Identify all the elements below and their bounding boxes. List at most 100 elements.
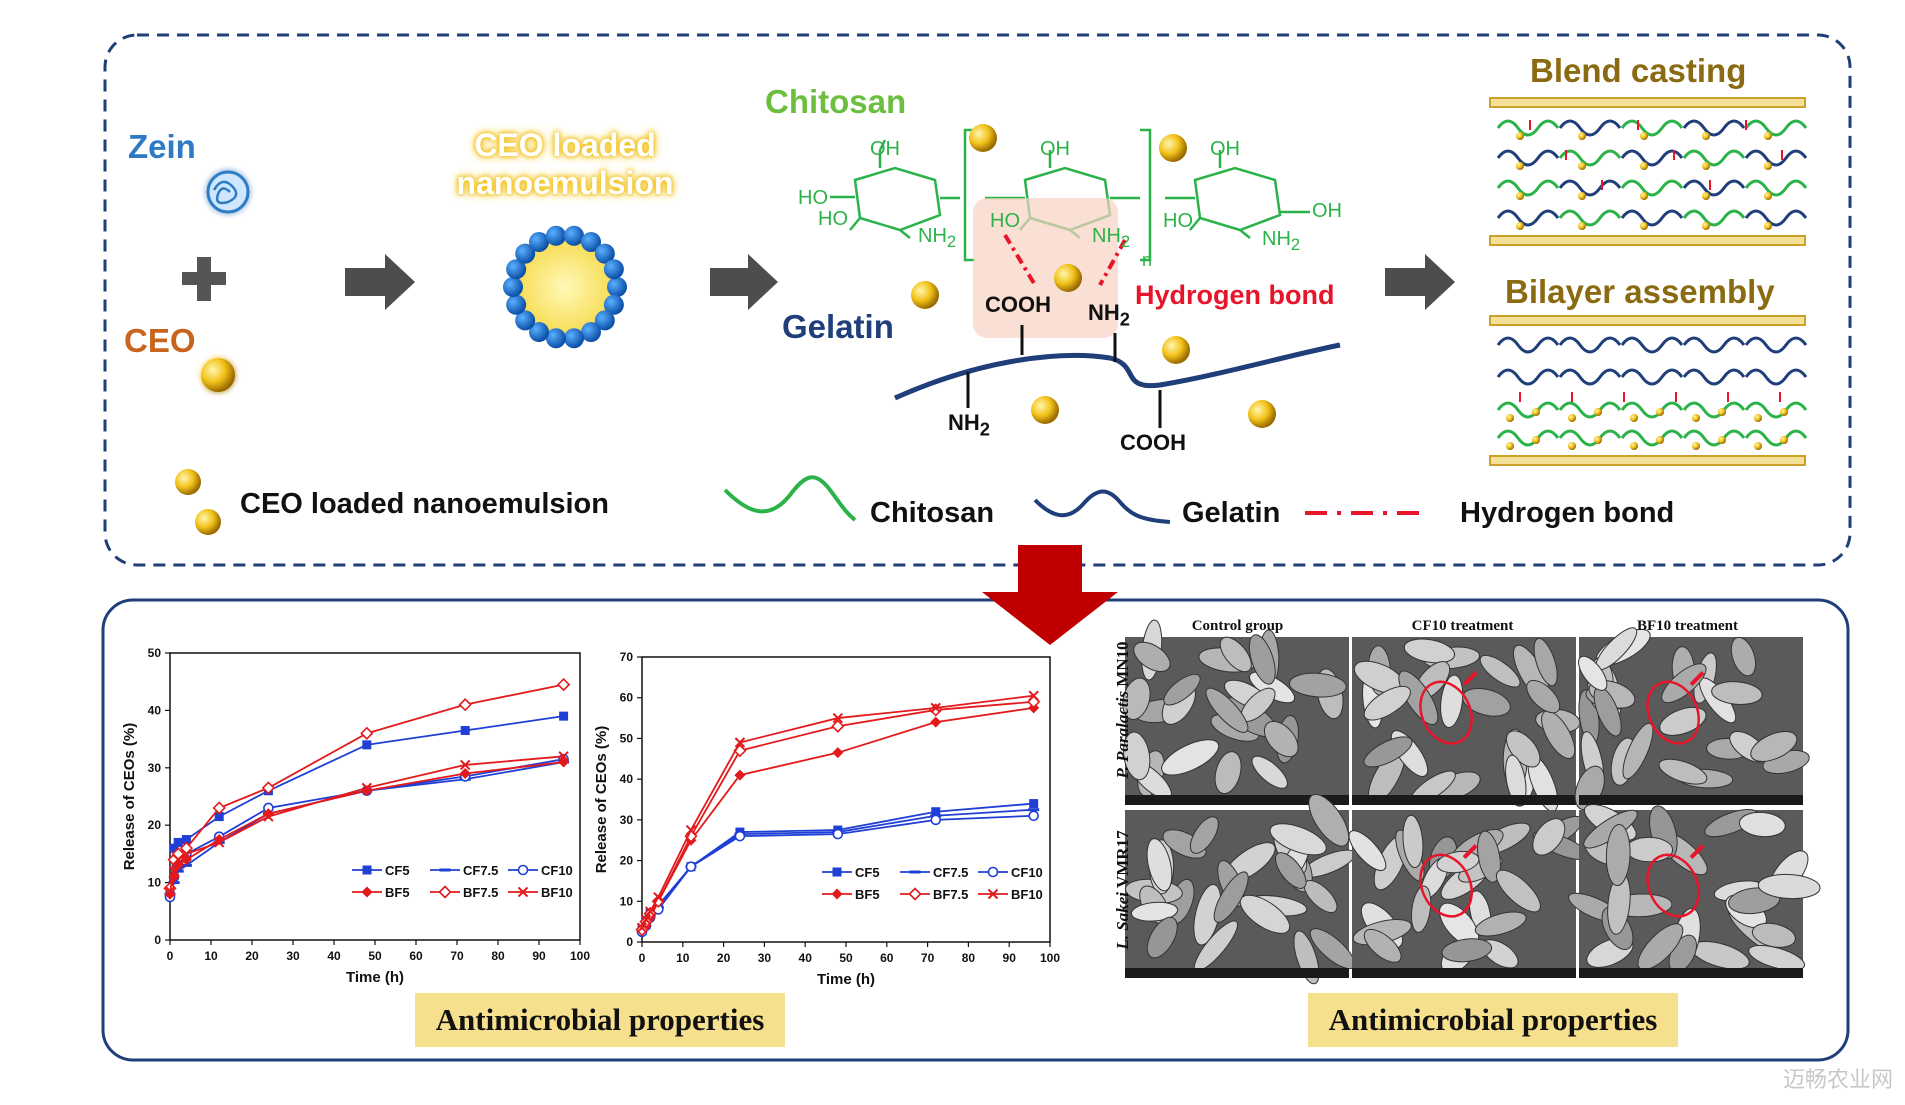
film-droplet [1506,442,1514,450]
chem-nh2-2: NH2 [1092,225,1130,252]
data-point-CF10 [685,861,697,872]
bacterium-cell [1496,869,1541,913]
chem-n-subscript: n [1142,250,1153,270]
bacterium-cell [1750,731,1798,762]
data-point-BF10 [361,782,373,794]
y-tick-label: 30 [620,813,634,827]
data-point-BF10 [832,712,844,724]
legend-marker-BF10 [517,886,529,898]
chem-ho-4: HO [1163,210,1193,232]
legend-marker-BF5 [831,888,843,900]
data-point-CF5 [931,807,941,817]
nanoemulsion-title-line-1: CEO loaded [474,127,656,163]
chem-nh2-2-sub: 2 [1120,232,1131,251]
x-tick-label: 100 [1040,951,1060,965]
sem-row-2-strain: VMR17 [1113,830,1132,892]
legend-label-CF10: CF10 [1011,865,1043,880]
film-droplet [1516,222,1524,230]
legend-hydrogen-bond-label: Hydrogen bond [1460,497,1675,529]
legend-label-CF7.5: CF7.5 [933,865,968,880]
bacterium-cell [1269,823,1327,856]
bottom-frame [101,598,1850,1062]
legend-gelatin-label: Gelatin [1182,497,1281,529]
hydrogen-bond-line-1 [1003,233,1037,287]
bacterium-cell [1505,754,1527,806]
data-point-BF10 [181,848,192,860]
x-tick-label: 40 [799,951,813,965]
film-top-plate [1489,315,1806,326]
bacterium-cell [1122,677,1151,720]
gelatin-chain [893,342,1341,401]
bacterium-cell [1214,751,1242,795]
sem-col-caption-1: Control group [1191,618,1284,634]
film-polymer-strand [1744,149,1808,167]
chem-nh2-top: NH2 [1088,300,1130,330]
chem-oh-4: OH [1312,200,1342,222]
data-point-BF10 [459,759,471,771]
damage-circle-marker [1646,680,1700,745]
data-point-BF10 [1028,690,1039,701]
film-gelatin-strand [1682,336,1746,354]
data-point-CF10 [832,828,844,840]
chem-nh2-3-sub: 2 [1290,235,1301,254]
film-polymer-strand [1682,119,1746,137]
bacterium-cell [1533,637,1558,687]
bacterium-cell [1161,739,1220,776]
bilayer-assembly-film [1489,315,1808,466]
sem-row-caption-2: L. Sakei VMR17 [1113,785,1133,995]
sem-info-bar [1125,795,1349,805]
film-gelatin-strand [1744,368,1808,386]
film-polymer-strand [1558,149,1622,167]
zein-shell-droplet [564,225,585,246]
data-point-BF5 [832,747,844,759]
y-tick-label: 60 [620,691,634,705]
sem-row-caption-1: P. Paralactis MN10 [1113,605,1133,815]
film-polymer-strand [1496,209,1560,227]
hydrogen-bond-title: Hydrogen bond [1135,280,1335,310]
film-chitosan-strand [1558,429,1622,447]
y-tick-label: 10 [148,876,162,890]
series-line-CF10 [169,758,564,898]
chem-nh2-2-text: NH [1092,225,1121,247]
legend-marker-CF10 [517,864,529,876]
film-chitosan-strand [1558,401,1622,419]
film-droplet [1640,132,1648,140]
film-droplet [1640,192,1648,200]
chem-oh-2: OH [1040,138,1070,160]
film-chitosan-strand [1682,429,1746,447]
sem-info-bar [1579,968,1803,978]
data-point-BF5 [930,716,942,728]
legend-label-CF7.5: CF7.5 [463,863,498,878]
bacterium-cell [1123,731,1151,781]
data-point-CF5 [362,740,372,750]
bacterium-cell [1751,922,1796,948]
film-droplet [1516,162,1524,170]
legend-marker-CF10 [987,866,999,878]
zein-protein-icon [206,170,250,214]
film-chitosan-strand [1496,401,1560,419]
data-point-BF10 [168,865,180,877]
bacterium-cell [1532,818,1566,856]
film-droplet [1764,192,1772,200]
data-point-CF5 [181,835,191,845]
ceo-label: CEO [124,322,196,359]
film-droplet [1516,132,1524,140]
film-polymer-strand [1620,119,1684,137]
legend-nanoemulsion-label: CEO loaded nanoemulsion [240,488,609,520]
film-droplet [1656,408,1664,416]
legend-chitosan-label: Chitosan [870,497,995,529]
bacterium-cell [1146,916,1178,959]
data-point-CF5 [214,812,224,822]
chart-axes-frame [169,652,581,941]
film-polymer-strand [1496,179,1560,197]
film-polymer-strand [1620,209,1684,227]
data-point-BF10 [263,811,274,822]
data-point-CF5 [559,711,569,721]
bacterium-cell [1441,938,1493,963]
zein-shell-droplet [603,259,624,280]
chem-nh2-1: NH2 [918,225,956,252]
data-point-CF10 [1028,810,1039,822]
y-tick-label: 10 [620,894,634,908]
chart-axes-frame [641,656,1051,943]
